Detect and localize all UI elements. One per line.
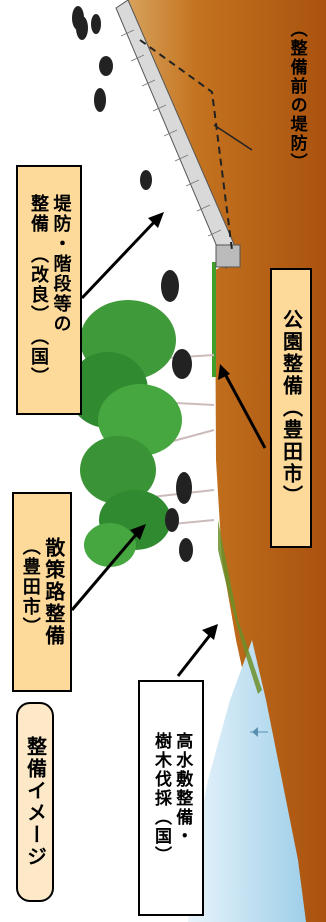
embankment-earth [128,0,326,922]
stair-landing [215,244,241,268]
levee-stairs [115,0,241,269]
title-text: 整備イメージ [23,736,48,868]
old-levee-leader [213,124,253,151]
label-park: 公園整備（豊田市） [270,268,312,548]
label-floodplain-line1: 高水敷整備・ [172,731,193,846]
label-riverbank-line2: 整備 （改良） （国） [28,193,49,387]
arrow-promenade [70,529,142,611]
arrow-floodplain [176,629,216,677]
old-levee-outline [139,39,233,251]
label-promenade-line1: 散策路整備 [41,537,66,647]
river-water [188,640,306,922]
label-floodplain-line2: 樹木伐採（国） [151,731,171,865]
arrow-park [222,371,267,449]
label-riverbank-stairs: 堤防・階段等の 整備 （改良） （国） [16,165,82,415]
label-promenade-line2: （豊田市） [19,537,41,637]
title-badge: 整備イメージ [16,702,54,902]
label-before-levee: （整備前の堤防） [276,20,316,250]
label-before-text: （整備前の堤防） [286,20,307,172]
label-promenade: 散策路整備 （豊田市） [12,492,72,692]
people-silhouettes [72,6,193,562]
label-riverbank-line1: 堤防・階段等の [50,193,72,334]
label-park-text: 公園整備（豊田市） [279,309,304,507]
label-floodplain: 高水敷整備・ 樹木伐採（国） [138,680,204,916]
tree-group [68,300,215,567]
park-lawn-strip [212,262,216,377]
arrow-riverbank [80,216,160,300]
